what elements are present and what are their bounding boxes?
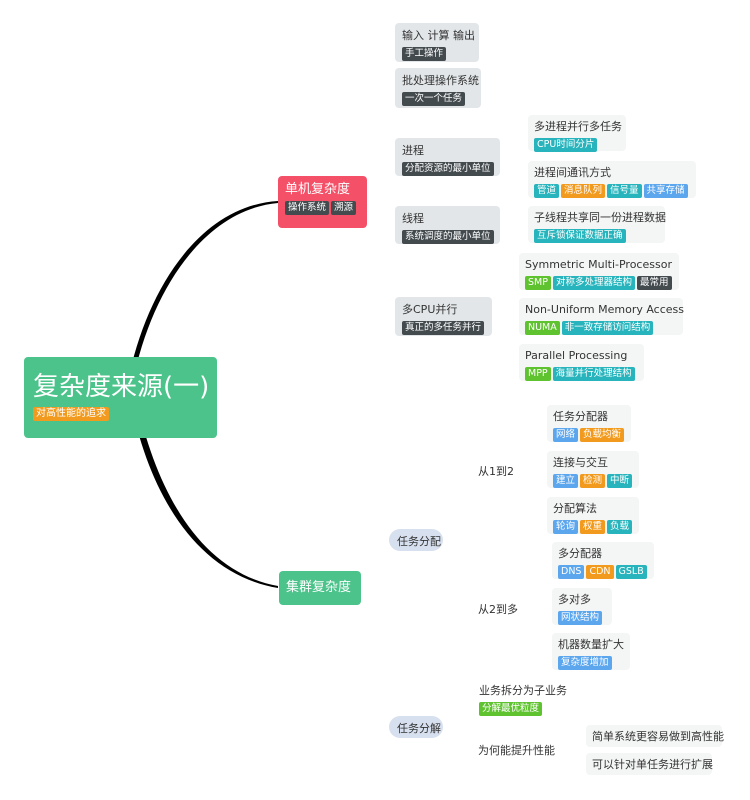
ipc-tag-queue: 消息队列 bbox=[561, 184, 606, 198]
connect-tag-detect: 检测 bbox=[580, 474, 606, 488]
mpp-tag-abbr: MPP bbox=[525, 367, 551, 381]
dispatcher-tag-network: 网络 bbox=[553, 428, 579, 442]
mpp-tag-desc: 海量并行处理结构 bbox=[552, 367, 635, 381]
connect-title: 连接与交互 bbox=[553, 456, 608, 469]
root-node[interactable]: 复杂度来源(一) 对高性能的追求 bbox=[24, 357, 217, 438]
single-tag-origin: 溯源 bbox=[331, 201, 357, 215]
ipc-tag-pipe: 管道 bbox=[534, 184, 560, 198]
connect-node[interactable]: 连接与交互 建立检测中断 bbox=[547, 451, 639, 488]
ipc-tag-semaphore: 信号量 bbox=[607, 184, 642, 198]
manual-tag: 手工操作 bbox=[402, 47, 447, 61]
why-title: 为何能提升性能 bbox=[478, 744, 555, 757]
algo-tag-load: 负载 bbox=[607, 520, 633, 534]
numa-tag-abbr: NUMA bbox=[525, 321, 560, 335]
why-node[interactable]: 为何能提升性能 bbox=[472, 739, 561, 761]
sub-business-node[interactable]: 业务拆分为子业务 分解最优粒度 bbox=[473, 679, 569, 716]
thread-shared-title: 子线程共享同一份进程数据 bbox=[534, 211, 666, 224]
root-to-single-branch bbox=[125, 201, 278, 398]
smp-tag-common: 最常用 bbox=[636, 276, 672, 290]
algo-title: 分配算法 bbox=[553, 502, 597, 515]
reason-extend-title: 可以针对单任务进行扩展 bbox=[592, 758, 713, 771]
task-split-title: 任务分解 bbox=[397, 722, 441, 735]
smp-tag-abbr: SMP bbox=[525, 276, 551, 290]
connect-tag-break: 中断 bbox=[607, 474, 633, 488]
single-tag-os: 操作系统 bbox=[285, 201, 330, 215]
cluster-title: 集群复杂度 bbox=[286, 580, 352, 595]
many-title: 多对多 bbox=[558, 593, 591, 606]
sub-business-tag: 分解最优粒度 bbox=[479, 702, 543, 716]
process-tag: 分配资源的最小单位 bbox=[402, 162, 494, 176]
multiprocess-node[interactable]: 多进程并行多任务 CPU时间分片 bbox=[528, 115, 626, 152]
machines-tag: 复杂度增加 bbox=[558, 656, 612, 670]
one-to-two-title: 从1到2 bbox=[478, 465, 514, 478]
task-split-node[interactable]: 任务分解 bbox=[389, 716, 443, 738]
task-assign-title: 任务分配 bbox=[397, 535, 441, 548]
many-tag: 网状结构 bbox=[558, 611, 603, 625]
thread-shared-node[interactable]: 子线程共享同一份进程数据 互斥锁保证数据正确 bbox=[528, 206, 666, 243]
smp-title: Symmetric Multi-Processor bbox=[525, 258, 672, 271]
batch-title: 批处理操作系统 bbox=[402, 74, 479, 87]
ipc-node[interactable]: 进程间通讯方式 管道消息队列信号量共享存储 bbox=[528, 161, 696, 198]
thread-shared-tag: 互斥锁保证数据正确 bbox=[534, 229, 626, 243]
many-node[interactable]: 多对多 网状结构 bbox=[552, 588, 612, 625]
reason-simple-title: 简单系统更容易做到高性能 bbox=[592, 730, 724, 743]
thread-tag: 系统调度的最小单位 bbox=[402, 230, 494, 244]
numa-title: Non-Uniform Memory Access bbox=[525, 303, 685, 316]
root-tag: 对高性能的追求 bbox=[33, 407, 109, 421]
manual-node[interactable]: 输入 计算 输出 手工操作 bbox=[395, 23, 479, 62]
algo-node[interactable]: 分配算法 轮询权重负载 bbox=[547, 497, 639, 534]
process-node[interactable]: 进程 分配资源的最小单位 bbox=[395, 138, 500, 176]
root-to-cluster-branch bbox=[130, 398, 278, 588]
task-assign-node[interactable]: 任务分配 bbox=[389, 529, 443, 551]
smp-tag-desc: 对称多处理器结构 bbox=[552, 276, 635, 290]
root-title: 复杂度来源(一) bbox=[33, 372, 210, 402]
algo-tag-weight: 权重 bbox=[580, 520, 606, 534]
manual-title: 输入 计算 输出 bbox=[402, 29, 475, 42]
reason-extend-node[interactable]: 可以针对单任务进行扩展 bbox=[586, 753, 713, 775]
multicpu-title: 多CPU并行 bbox=[402, 303, 458, 316]
multiprocess-title: 多进程并行多任务 bbox=[534, 120, 622, 133]
one-to-two-node[interactable]: 从1到2 bbox=[472, 460, 520, 482]
ipc-title: 进程间通讯方式 bbox=[534, 166, 611, 179]
two-to-more-title: 从2到多 bbox=[478, 603, 518, 616]
batch-tag: 一次一个任务 bbox=[402, 92, 466, 106]
multi-dispatch-tag-cdn: CDN bbox=[586, 565, 614, 579]
dispatcher-title: 任务分配器 bbox=[553, 410, 608, 423]
multi-dispatch-tag-gslb: GSLB bbox=[615, 565, 647, 579]
multi-dispatch-title: 多分配器 bbox=[558, 547, 602, 560]
two-to-more-node[interactable]: 从2到多 bbox=[472, 598, 524, 620]
multicpu-tag: 真正的多任务并行 bbox=[402, 321, 485, 335]
numa-tag-desc: 非一致存储访问结构 bbox=[561, 321, 654, 335]
multicpu-node[interactable]: 多CPU并行 真正的多任务并行 bbox=[395, 297, 492, 336]
sub-business-title: 业务拆分为子业务 bbox=[479, 684, 567, 697]
thread-title: 线程 bbox=[402, 212, 424, 225]
batch-node[interactable]: 批处理操作系统 一次一个任务 bbox=[395, 68, 481, 108]
multi-dispatch-tag-dns: DNS bbox=[558, 565, 585, 579]
mpp-title: Parallel Processing bbox=[525, 349, 628, 362]
dispatcher-node[interactable]: 任务分配器 网络负载均衡 bbox=[547, 405, 631, 442]
process-title: 进程 bbox=[402, 144, 424, 157]
ipc-tag-shared: 共享存储 bbox=[643, 184, 688, 198]
reason-simple-node[interactable]: 简单系统更容易做到高性能 bbox=[586, 725, 724, 747]
single-machine-title: 单机复杂度 bbox=[285, 182, 351, 197]
multiprocess-tag: CPU时间分片 bbox=[534, 138, 598, 152]
connect-tag-build: 建立 bbox=[553, 474, 579, 488]
single-machine-node[interactable]: 单机复杂度 操作系统溯源 bbox=[278, 176, 367, 228]
algo-tag-rr: 轮询 bbox=[553, 520, 579, 534]
dispatcher-tag-lb: 负载均衡 bbox=[580, 428, 625, 442]
cluster-node[interactable]: 集群复杂度 bbox=[279, 571, 361, 605]
machines-title: 机器数量扩大 bbox=[558, 638, 624, 651]
thread-node[interactable]: 线程 系统调度的最小单位 bbox=[395, 206, 500, 244]
machines-node[interactable]: 机器数量扩大 复杂度增加 bbox=[552, 633, 630, 670]
